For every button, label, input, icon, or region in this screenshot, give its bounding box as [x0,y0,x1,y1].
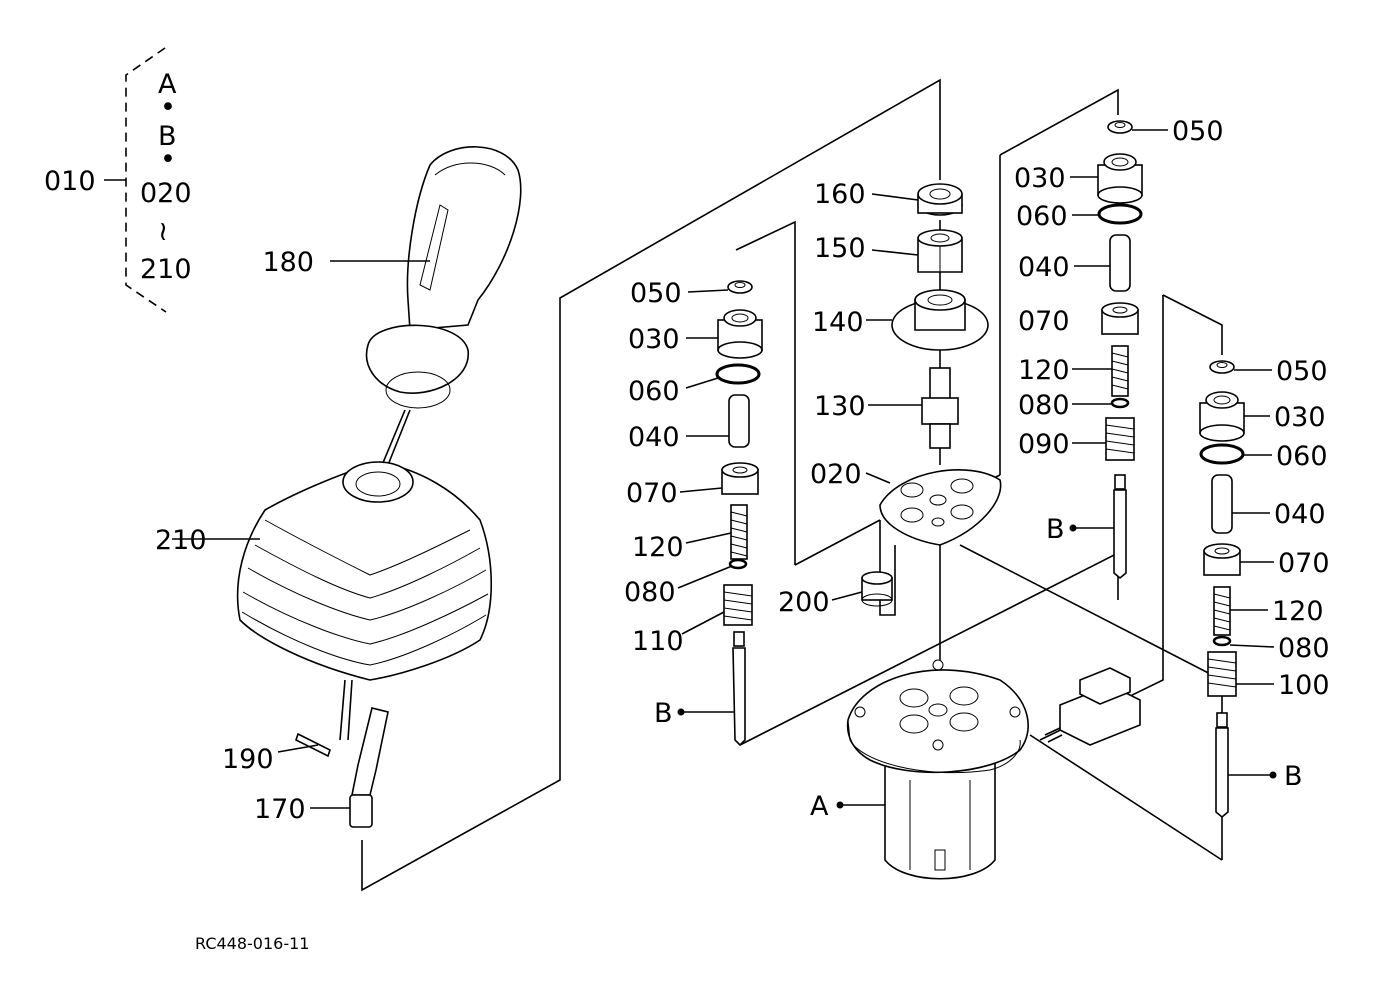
valve-stack-left: 050 030 060 040 070 120 080 110 B [624,278,763,747]
valve-stack-right: 050 030 060 040 070 120 080 090 B [1014,116,1224,580]
callout-far-070: 070 [1278,548,1330,579]
callout-210: 210 [155,525,207,556]
callout-left-030: 030 [628,324,680,355]
callout-far-100: 100 [1278,670,1330,701]
callout-180: 180 [262,247,314,278]
callout-160: 160 [814,179,866,210]
callout-left-060: 060 [628,376,680,407]
bracket-main-number: 010 [44,166,96,197]
seal-200: 200 [778,571,893,618]
callout-far-120: 120 [1272,596,1324,627]
body-a: A [810,659,1141,880]
callout-far-060: 060 [1276,441,1328,472]
callout-far-b: B [1284,761,1303,792]
bracket-item-a: A [158,69,177,100]
callout-left-b: B [654,698,673,729]
callout-right-030: 030 [1014,163,1066,194]
callout-right-120: 120 [1018,355,1070,386]
assembly-bracket: 010 A • B • 020 ≀ 210 [44,47,192,313]
callout-right-080: 080 [1018,390,1070,421]
callout-right-090: 090 [1018,429,1070,460]
callout-200: 200 [778,587,830,618]
joint-130: 130 [814,367,959,449]
bracket-tilde: ≀ [158,216,168,247]
valve-stack-far-right: 050 030 060 040 070 120 080 100 B [1199,356,1330,819]
bracket-item-b: B [158,121,177,152]
callout-left-040: 040 [628,422,680,453]
callout-left-120: 120 [632,532,684,563]
callout-far-030: 030 [1274,402,1326,433]
callout-far-050: 050 [1276,356,1328,387]
plate-140: 140 [812,289,989,351]
callout-body-a: A [810,791,829,822]
bracket-dot: • [160,92,176,123]
pin-190: 190 [222,732,331,775]
callout-150: 150 [814,233,866,264]
callout-far-080: 080 [1278,633,1330,664]
callout-right-070: 070 [1018,306,1070,337]
callout-140: 140 [812,307,864,338]
callout-right-060: 060 [1016,201,1068,232]
callout-right-b: B [1046,514,1065,545]
bracket-dot: • [160,144,176,175]
callout-left-070: 070 [626,478,678,509]
bracket-item-020: 020 [140,178,192,209]
callout-far-040: 040 [1274,499,1326,530]
joint-170: 170 [254,707,389,828]
callout-170: 170 [254,794,306,825]
boot-210: 210 [155,461,493,741]
callout-right-050: 050 [1172,116,1224,147]
callout-left-110: 110 [632,626,684,657]
callout-130: 130 [814,391,866,422]
callout-190: 190 [222,744,274,775]
callout-left-050: 050 [630,278,682,309]
nut-150: 150 [814,229,963,273]
nut-160: 160 [814,179,963,216]
callout-right-040: 040 [1018,252,1070,283]
callout-left-080: 080 [624,577,676,608]
callout-020: 020 [810,459,862,490]
plate-020: 020 [810,459,1002,546]
diagram-code: RC448-016-11 [195,934,309,953]
grip-handle-180: 180 [262,146,522,471]
bracket-item-210: 210 [140,254,192,285]
